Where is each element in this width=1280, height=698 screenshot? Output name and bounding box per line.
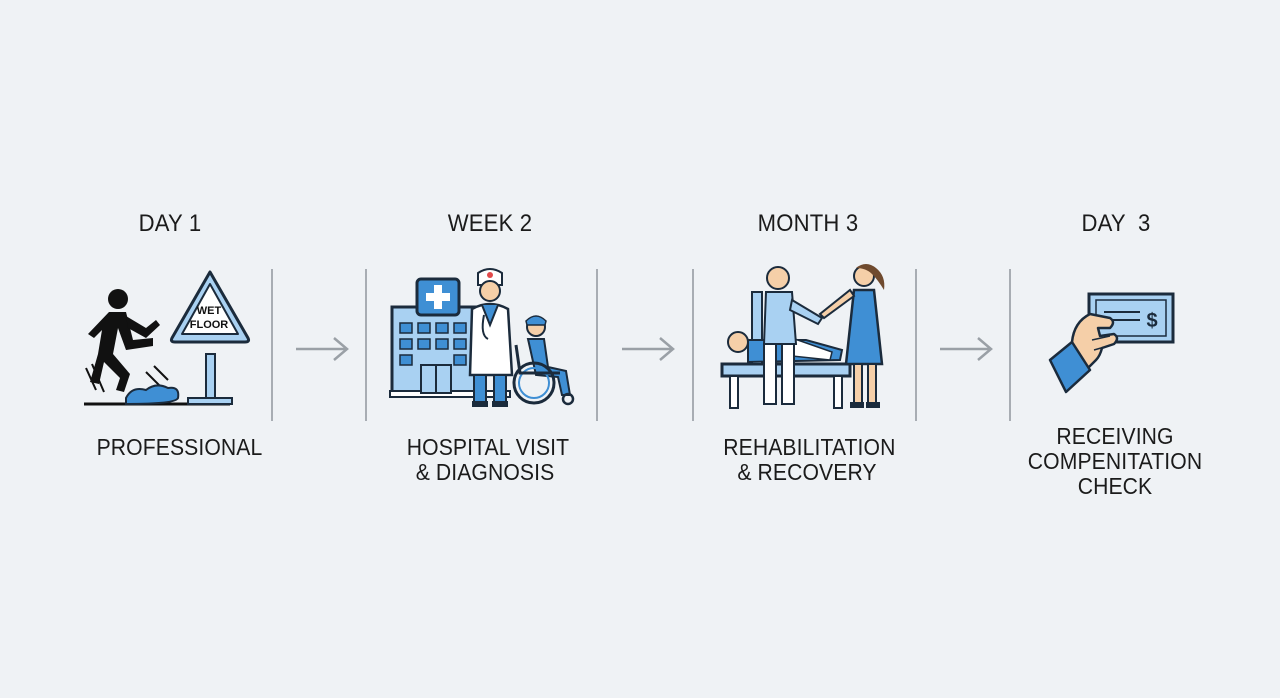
hospital-doctor-wheelchair-icon bbox=[389, 268, 575, 407]
arrow-right-icon bbox=[296, 337, 349, 361]
divider bbox=[692, 269, 694, 421]
caption-line: COMPENITATION bbox=[1027, 448, 1203, 474]
wet-sign-line1: WET bbox=[197, 305, 222, 317]
caption-line: CHECK bbox=[1077, 473, 1153, 499]
step-4-title: DAY 3 bbox=[1081, 210, 1151, 237]
step-2-title: WEEK 2 bbox=[447, 210, 533, 237]
wet-sign-line2: FLOOR bbox=[190, 319, 229, 331]
dollar-sign: $ bbox=[1146, 310, 1157, 332]
step-1-title: DAY 1 bbox=[138, 210, 202, 237]
arrow-right-icon bbox=[622, 337, 675, 361]
divider bbox=[365, 269, 367, 421]
slip-wet-floor-icon: WET FLOOR bbox=[84, 270, 251, 406]
caption-line: & RECOVERY bbox=[737, 459, 877, 485]
step-4-caption: RECEIVING COMPENITATION CHECK bbox=[1026, 424, 1204, 499]
step-2-caption: HOSPITAL VISIT & DIAGNOSIS bbox=[406, 434, 570, 485]
divider bbox=[1009, 269, 1011, 421]
caption-line: & DIAGNOSIS bbox=[415, 459, 555, 485]
divider bbox=[915, 269, 917, 421]
step-1-caption: PROFESSIONAL bbox=[96, 434, 263, 460]
caption-line: PROFESSIONAL bbox=[96, 434, 263, 460]
step-3-title: MONTH 3 bbox=[757, 210, 859, 237]
hand-holding-check-icon: $ bbox=[1048, 292, 1175, 394]
physical-therapy-icon bbox=[720, 264, 885, 409]
caption-line: HOSPITAL VISIT bbox=[406, 434, 570, 460]
caption-line: RECEIVING bbox=[1056, 423, 1174, 449]
divider bbox=[271, 269, 273, 421]
divider bbox=[596, 269, 598, 421]
step-3-caption: REHABILITATION & RECOVERY bbox=[723, 434, 896, 485]
arrow-right-icon bbox=[940, 337, 993, 361]
caption-line: REHABILITATION bbox=[723, 434, 896, 460]
